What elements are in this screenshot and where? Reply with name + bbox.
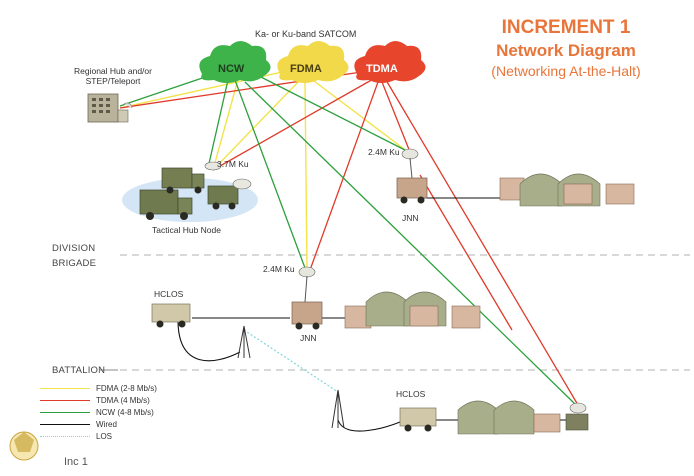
brigade-jnn-vehicle xyxy=(291,266,323,330)
battalion-hclos-vehicle xyxy=(399,407,437,432)
footer-label: Inc 1 xyxy=(64,456,88,468)
cloud-fdma xyxy=(277,41,349,83)
diagram-title-line1: INCREMENT 1 xyxy=(501,17,631,38)
tactical-hub-trucks xyxy=(139,161,252,220)
zone-battalion-label: BATTALION xyxy=(52,365,106,376)
cloud-ncw-label: NCW xyxy=(218,63,245,75)
los-links xyxy=(243,329,339,393)
tdma-link xyxy=(309,81,379,271)
legend-label: Wired xyxy=(96,419,117,429)
ncw-link xyxy=(254,73,406,151)
tactical-hub-label: Tactical Hub Node xyxy=(152,225,221,235)
cloud-fdma-label: FDMA xyxy=(290,63,322,75)
legend-label: NCW (4-8 Mb/s) xyxy=(96,407,154,417)
division-jnn-label: JNN xyxy=(402,213,419,223)
tdma-links xyxy=(119,69,579,406)
satcom-band-label: Ka- or Ku-band SATCOM xyxy=(255,29,357,39)
battalion-command-post xyxy=(457,400,589,435)
legend-swatch xyxy=(40,399,90,401)
division-rate-label: 2.4M Ku xyxy=(368,147,400,157)
brigade-jnn-label: JNN xyxy=(300,333,317,343)
fdma-link xyxy=(309,77,409,153)
hub-rate-label: 3.7M Ku xyxy=(217,159,249,169)
legend-item-wired: Wired xyxy=(40,419,117,429)
fdma-link xyxy=(119,67,301,109)
zone-division-label: DIVISION xyxy=(52,243,96,254)
legend-item-tdma: TDMA (4 Mb/s) xyxy=(40,395,150,405)
tdma-link xyxy=(419,174,513,331)
tdma-link xyxy=(381,81,411,153)
los-link xyxy=(243,329,339,393)
fdma-link xyxy=(212,71,241,171)
battalion-hclos-label: HCLOS xyxy=(396,389,426,399)
ncw-link xyxy=(244,81,576,405)
los-tower-brigade xyxy=(237,325,251,359)
legend-label: LOS xyxy=(96,431,113,441)
regional-hub-label: Regional Hub and/or STEP/Teleport xyxy=(74,66,152,87)
cloud-tdma xyxy=(354,41,426,83)
brigade-hclos-vehicle xyxy=(151,303,191,328)
wired-link xyxy=(337,419,401,432)
division-jnn-vehicle xyxy=(396,148,428,204)
legend-item-los: LOS xyxy=(40,431,112,441)
legend-item-ncw: NCW (4-8 Mb/s) xyxy=(40,407,154,417)
fdma-link xyxy=(304,81,308,271)
cloud-ncw xyxy=(199,41,271,83)
legend-label: TDMA (4 Mb/s) xyxy=(96,395,150,405)
ncw-links xyxy=(119,71,576,405)
legend-item-fdma: FDMA (2-8 Mb/s) xyxy=(40,383,157,393)
wired-link xyxy=(177,319,241,362)
logo-emblem xyxy=(9,431,39,461)
legend-swatch xyxy=(40,435,90,437)
diagram-title-line3: (Networking At-the-Halt) xyxy=(491,63,641,79)
brigade-hclos-label: HCLOS xyxy=(154,289,184,299)
tdma-link xyxy=(385,79,579,406)
los-tower-battalion xyxy=(331,389,345,429)
tdma-link xyxy=(212,77,376,171)
division-command-post xyxy=(499,173,635,207)
brigade-command-post xyxy=(344,291,481,329)
legend-swatch xyxy=(40,387,90,389)
brigade-rate-label: 2.4M Ku xyxy=(263,264,295,274)
ncw-link xyxy=(207,79,229,169)
fdma-links xyxy=(119,67,409,271)
legend-swatch xyxy=(40,411,90,413)
fdma-link xyxy=(212,79,301,171)
ncw-link xyxy=(234,79,306,269)
legend-label: FDMA (2-8 Mb/s) xyxy=(96,383,157,393)
legend-swatch xyxy=(40,423,90,425)
diagram-title-line2: Network Diagram xyxy=(496,41,636,60)
regional-hub-building xyxy=(87,93,133,123)
zone-brigade-label: BRIGADE xyxy=(52,258,97,269)
cloud-tdma-label: TDMA xyxy=(366,63,398,75)
